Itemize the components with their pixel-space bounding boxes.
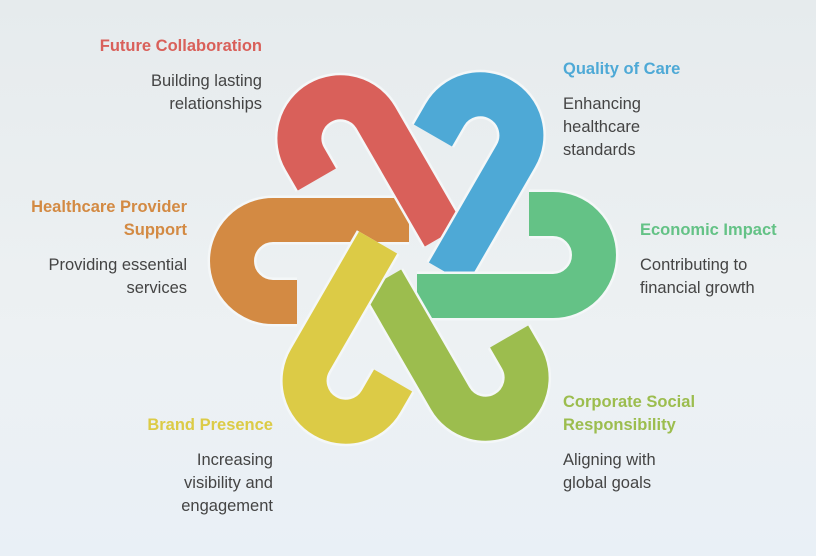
arm-healthcare-provider-support (207, 195, 409, 327)
label-desc: Building lasting relationships (151, 72, 262, 113)
arm-future-collaboration (274, 72, 466, 248)
label-desc: Increasing visibility and engagement (181, 451, 273, 515)
label-desc: Aligning with global goals (563, 451, 656, 492)
label-desc: Enhancing healthcare standards (563, 95, 641, 159)
label-title: Brand Presence (147, 416, 273, 434)
label-desc: Contributing to financial growth (640, 256, 755, 297)
label-corporate-social-responsibility: Corporate Social Responsibility Aligning… (563, 391, 723, 495)
label-title: Quality of Care (563, 60, 681, 78)
label-economic-impact: Economic Impact Contributing to financia… (640, 219, 800, 300)
label-title: Future Collaboration (99, 37, 262, 55)
label-desc: Providing essential services (48, 256, 188, 297)
label-future-collaboration: Future Collaboration Building lasting re… (22, 35, 262, 116)
label-title: Economic Impact (640, 221, 777, 239)
label-title: Healthcare Provider Support (31, 198, 187, 239)
label-quality-of-care: Quality of Care Enhancing healthcare sta… (563, 58, 683, 162)
label-healthcare-provider-support: Healthcare Provider Support Providing es… (17, 196, 187, 300)
arm-brand-presence (280, 230, 415, 447)
arm-corporate-social-responsibility (360, 268, 552, 444)
label-brand-presence: Brand Presence Increasing visibility and… (113, 414, 273, 518)
arm-quality-of-care (411, 69, 546, 286)
arm-economic-impact (417, 189, 619, 321)
label-title: Corporate Social Responsibility (563, 393, 696, 434)
